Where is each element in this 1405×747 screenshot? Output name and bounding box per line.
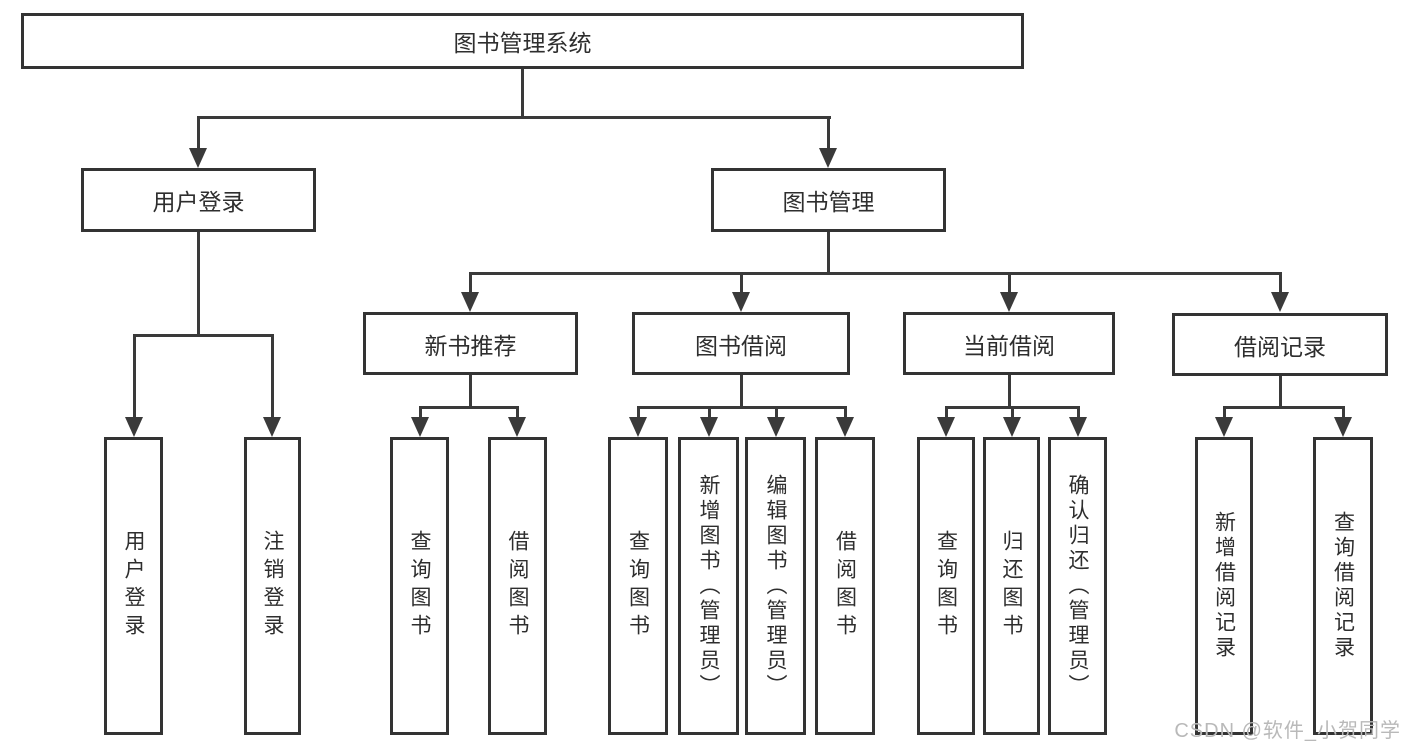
connector-borrowing-records-stem bbox=[1279, 376, 1282, 408]
connector-drop bbox=[419, 406, 422, 417]
connector-drop bbox=[708, 406, 711, 417]
arrow-down-icon bbox=[461, 292, 479, 312]
arrow-down-icon bbox=[125, 417, 143, 437]
connector-drop bbox=[1342, 406, 1345, 417]
node-label: 查询图书 bbox=[408, 530, 432, 642]
connector-root-bar bbox=[197, 116, 831, 119]
connector-new-book-bar bbox=[419, 406, 518, 409]
node-edit-books-admin: 编辑图书（管理员） bbox=[745, 437, 806, 735]
connector-drop-book-management bbox=[827, 116, 830, 148]
node-label: 查询借阅记录 bbox=[1331, 511, 1355, 661]
node-label: 编辑图书（管理员） bbox=[764, 473, 788, 699]
arrow-down-icon bbox=[1069, 417, 1087, 437]
node-label: 查询图书 bbox=[934, 530, 958, 642]
node-label: 确认归还（管理员） bbox=[1066, 473, 1090, 699]
node-query-borrow-record: 查询借阅记录 bbox=[1313, 437, 1373, 735]
connector-drop bbox=[516, 406, 519, 417]
node-label: 新书推荐 bbox=[424, 332, 517, 359]
node-borrowing-records: 借阅记录 bbox=[1172, 313, 1388, 376]
node-label: 注销登录 bbox=[261, 530, 285, 642]
arrow-down-icon bbox=[1003, 417, 1021, 437]
arrow-down-icon bbox=[411, 417, 429, 437]
connector-drop-user-login bbox=[197, 116, 200, 148]
node-label: 当前借阅 bbox=[963, 332, 1055, 359]
node-logout-login: 注销登录 bbox=[244, 437, 301, 735]
arrow-down-icon bbox=[508, 417, 526, 437]
node-label: 用户登录 bbox=[122, 530, 146, 642]
arrow-down-icon bbox=[263, 417, 281, 437]
arrow-down-icon bbox=[819, 148, 837, 168]
node-label: 借阅记录 bbox=[1234, 333, 1326, 360]
connector-user-login-stem bbox=[197, 232, 200, 336]
connector-book-management-stem bbox=[827, 232, 830, 274]
arrow-down-icon bbox=[700, 417, 718, 437]
node-add-books-admin: 新增图书（管理员） bbox=[678, 437, 739, 735]
connector-drop bbox=[1011, 406, 1014, 417]
connector-drop bbox=[775, 406, 778, 417]
node-book-borrowing: 图书借阅 bbox=[632, 312, 850, 375]
connector-drop-new-book-recommend bbox=[469, 272, 472, 292]
connector-borrowing-records-bar bbox=[1223, 406, 1344, 409]
connector-new-book-stem bbox=[469, 375, 472, 408]
node-book-management: 图书管理 bbox=[711, 168, 946, 232]
node-label: 图书借阅 bbox=[695, 332, 787, 359]
node-borrow-books-recommend: 借阅图书 bbox=[488, 437, 547, 735]
connector-drop-borrowing-records bbox=[1279, 272, 1282, 292]
connector-current-borrowing-stem bbox=[1008, 375, 1011, 408]
node-query-books-recommend: 查询图书 bbox=[390, 437, 449, 735]
arrow-down-icon bbox=[937, 417, 955, 437]
node-add-borrow-record: 新增借阅记录 bbox=[1195, 437, 1253, 735]
node-label: 查询图书 bbox=[626, 530, 650, 642]
connector-drop-current-borrowing bbox=[1008, 272, 1011, 292]
node-current-borrowing: 当前借阅 bbox=[903, 312, 1115, 375]
connector-drop bbox=[1223, 406, 1226, 417]
connector-drop-book-borrowing bbox=[740, 272, 743, 292]
connector-drop-logout bbox=[271, 334, 274, 417]
connector-drop bbox=[844, 406, 847, 417]
node-confirm-return-admin: 确认归还（管理员） bbox=[1048, 437, 1107, 735]
connector-root-stem bbox=[521, 69, 524, 117]
connector-drop-login bbox=[133, 334, 136, 417]
node-query-books-current: 查询图书 bbox=[917, 437, 975, 735]
arrow-down-icon bbox=[629, 417, 647, 437]
arrow-down-icon bbox=[1000, 292, 1018, 312]
arrow-down-icon bbox=[1215, 417, 1233, 437]
connector-drop bbox=[945, 406, 948, 417]
arrow-down-icon bbox=[1334, 417, 1352, 437]
node-library-management-system: 图书管理系统 bbox=[21, 13, 1024, 69]
arrow-down-icon bbox=[767, 417, 785, 437]
connector-drop bbox=[1077, 406, 1080, 417]
arrow-down-icon bbox=[1271, 292, 1289, 312]
node-label: 用户登录 bbox=[152, 189, 245, 215]
arrow-down-icon bbox=[189, 148, 207, 168]
node-label: 借阅图书 bbox=[506, 530, 530, 642]
node-new-book-recommend: 新书推荐 bbox=[363, 312, 578, 375]
arrow-down-icon bbox=[732, 292, 750, 312]
node-return-books: 归还图书 bbox=[983, 437, 1040, 735]
node-label: 归还图书 bbox=[1000, 530, 1024, 642]
arrow-down-icon bbox=[836, 417, 854, 437]
node-borrow-books-borrowing: 借阅图书 bbox=[815, 437, 875, 735]
node-label: 图书管理 bbox=[782, 189, 875, 215]
node-label: 图书管理系统 bbox=[453, 30, 592, 56]
node-user-login: 用户登录 bbox=[81, 168, 316, 232]
connector-book-management-bar bbox=[469, 272, 1282, 275]
node-label: 借阅图书 bbox=[833, 530, 857, 642]
connector-book-borrowing-stem bbox=[740, 375, 743, 408]
connector-user-login-bar bbox=[133, 334, 274, 337]
watermark: CSDN @软件_小贺同学 bbox=[1174, 720, 1401, 742]
node-label: 新增借阅记录 bbox=[1212, 511, 1236, 661]
node-query-books-borrowing: 查询图书 bbox=[608, 437, 668, 735]
connector-book-borrowing-bar bbox=[637, 406, 846, 409]
node-label: 新增图书（管理员） bbox=[697, 473, 721, 699]
node-user-login-action: 用户登录 bbox=[104, 437, 163, 735]
connector-drop bbox=[637, 406, 640, 417]
